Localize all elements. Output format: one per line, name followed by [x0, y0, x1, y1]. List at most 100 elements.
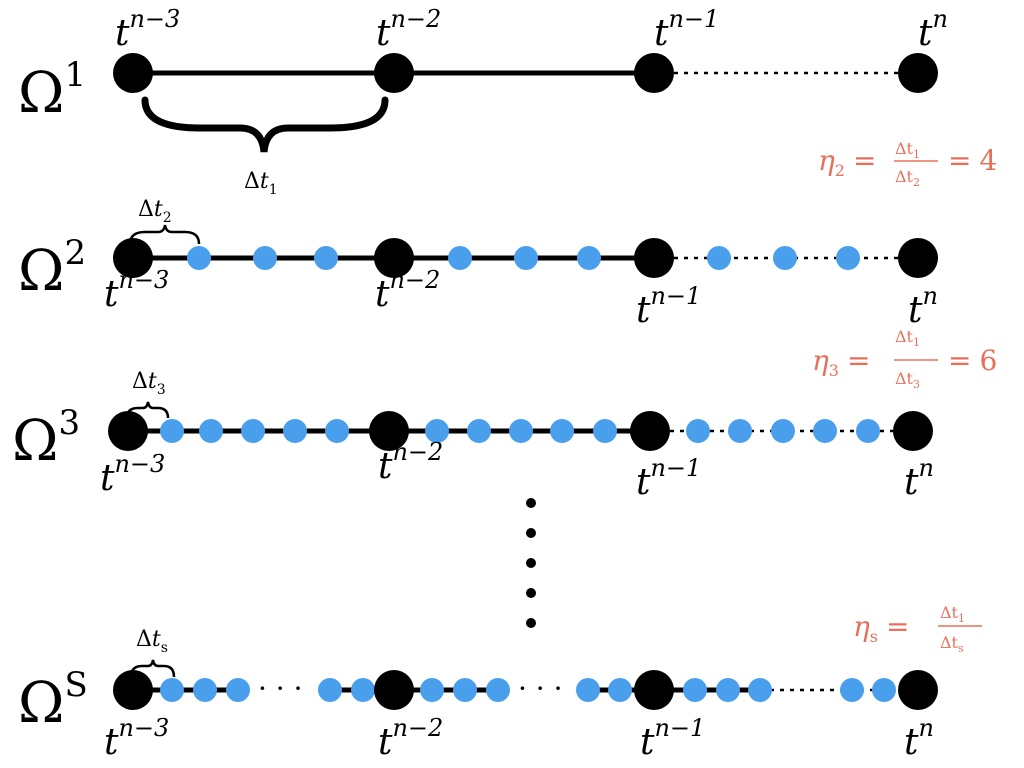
sub-step-node — [509, 419, 533, 443]
time-label: tn — [904, 454, 934, 503]
main-node — [369, 411, 409, 451]
sub-step-node — [707, 246, 731, 270]
vertical-ellipsis — [526, 498, 536, 628]
sub-step-node — [193, 678, 217, 702]
ratio-numerator: Δt1 — [895, 327, 920, 349]
main-node — [634, 670, 674, 710]
sub-step-node — [314, 246, 338, 270]
sub-step-node — [318, 678, 342, 702]
time-label: tn−3 — [104, 266, 169, 315]
sub-step-node — [199, 419, 223, 443]
svg-text:=4: =4 — [948, 144, 997, 177]
ellipsis-dot — [526, 618, 536, 628]
ellipsis-dot — [526, 498, 536, 508]
level-2: Ω2 tn−3 tn−2 tn−1 tn Δt2 — [18, 197, 938, 331]
main-node — [374, 238, 414, 278]
main-node — [634, 53, 674, 93]
sub-step-node — [840, 678, 864, 702]
sub-step-node — [448, 246, 472, 270]
time-label: tn−2 — [375, 266, 440, 315]
level-1: Ω1 tn−3 tn−2 tn−1 tn Δt1 — [18, 5, 948, 198]
sub-step-node — [728, 419, 752, 443]
sub-step-node — [550, 419, 574, 443]
ratio-numerator: Δt1 — [895, 139, 920, 161]
level-3: Ω3 tn−3 tn−2 tn−1 tn Δt3 — [12, 369, 934, 503]
svg-text:η2=: η2= — [818, 144, 876, 180]
ellipsis-gap: · · · — [518, 672, 563, 705]
step-label-s: Δts — [136, 627, 168, 656]
time-label: tn−1 — [654, 5, 719, 54]
time-label: tn−1 — [636, 454, 701, 503]
ratio-eta-2: η2= Δt1 Δt2 =4 — [818, 139, 997, 189]
time-label: tn−3 — [100, 450, 165, 499]
step-brace-s — [129, 659, 176, 678]
level-s: ΩS · · · · · · tn−3 tn−2 tn−1 tn Δts — [18, 627, 938, 763]
time-label: tn−2 — [376, 5, 441, 54]
sub-step-node — [577, 246, 601, 270]
main-node — [113, 53, 153, 93]
sub-step-node — [683, 678, 707, 702]
time-label: tn−1 — [636, 282, 701, 331]
sub-step-node — [748, 678, 772, 702]
sub-step-node — [686, 419, 710, 443]
time-label: tn−3 — [104, 714, 169, 763]
ratio-denominator: Δt2 — [895, 167, 920, 189]
main-node — [374, 670, 414, 710]
ellipsis-dot — [526, 528, 536, 538]
ratio-eta-3: η3= Δt1 Δt3 =6 — [812, 327, 997, 391]
sub-step-node — [425, 419, 449, 443]
main-node — [108, 411, 148, 451]
main-node — [113, 670, 153, 710]
main-node — [898, 238, 938, 278]
sub-step-node — [160, 678, 184, 702]
sub-step-node — [576, 678, 600, 702]
step-brace-1 — [141, 96, 389, 153]
ratio-denominator: Δt3 — [895, 369, 920, 391]
sub-step-node — [514, 246, 538, 270]
sub-step-node — [253, 246, 277, 270]
omega-label-1: Ω1 — [18, 55, 86, 126]
sub-step-node — [467, 419, 491, 443]
sub-step-node — [187, 246, 211, 270]
main-node — [898, 53, 938, 93]
sub-step-node — [608, 678, 632, 702]
step-label-2: Δt2 — [138, 197, 172, 226]
ratio-eta-s: ηs= Δt1 Δts — [853, 603, 982, 655]
svg-text:η3=: η3= — [812, 344, 870, 380]
ellipsis-dot — [526, 558, 536, 568]
ratio-numerator: Δt1 — [940, 603, 965, 625]
sub-step-node — [872, 678, 896, 702]
sub-step-node — [325, 419, 349, 443]
sub-step-node — [420, 678, 444, 702]
sub-node-group-2 — [187, 246, 860, 270]
sub-step-node — [453, 678, 477, 702]
sub-step-node — [771, 419, 795, 443]
sub-step-node — [241, 419, 265, 443]
sub-step-node — [160, 419, 184, 443]
main-node — [893, 411, 933, 451]
sub-step-node — [486, 678, 510, 702]
omega-label-3: Ω3 — [12, 403, 80, 474]
step-label-3: Δt3 — [132, 369, 166, 398]
main-node — [630, 411, 670, 451]
sub-node-group-3 — [160, 419, 880, 443]
step-brace-2 — [128, 224, 201, 245]
svg-text:=6: =6 — [948, 344, 997, 377]
step-label-1: Δt1 — [244, 169, 278, 198]
main-node — [634, 238, 674, 278]
ellipsis-dot — [526, 588, 536, 598]
sub-step-node — [593, 419, 617, 443]
main-node — [898, 670, 938, 710]
time-label: tn — [908, 282, 938, 331]
main-node — [374, 53, 414, 93]
sub-step-node — [283, 419, 307, 443]
sub-node-group-s — [160, 678, 896, 702]
time-label: tn — [904, 714, 934, 763]
sub-step-node — [351, 678, 375, 702]
time-label: tn−3 — [115, 5, 180, 54]
ratio-denominator: Δts — [940, 633, 964, 655]
main-node — [113, 238, 153, 278]
sub-step-node — [836, 246, 860, 270]
sub-step-node — [813, 419, 837, 443]
